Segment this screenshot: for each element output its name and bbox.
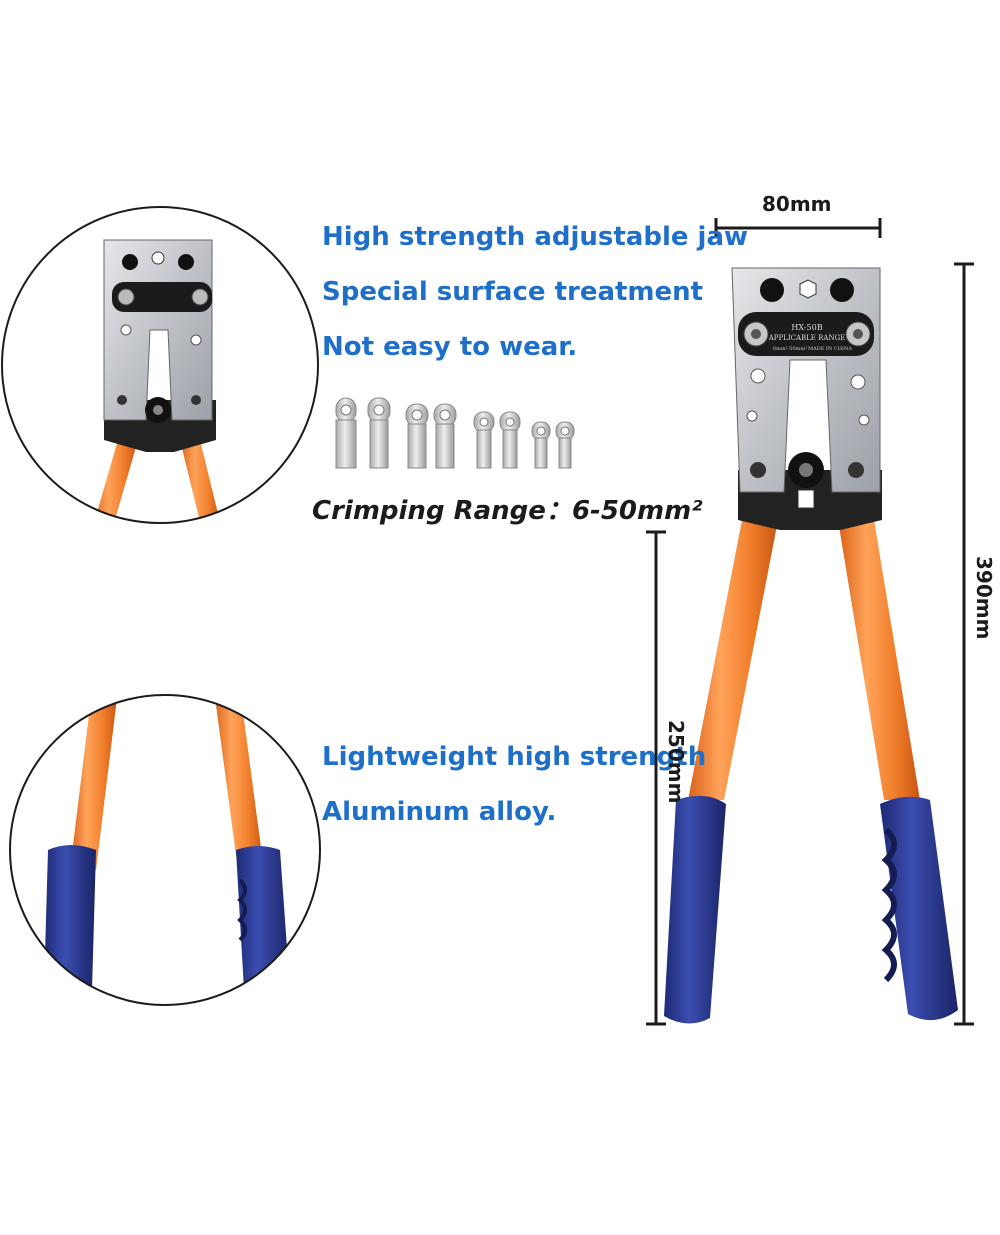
feature-wear-resistant: Not easy to wear. — [322, 332, 578, 362]
terminal-lugs-image — [335, 397, 575, 469]
tool-range-title: APPLICABLE RANGE — [768, 334, 846, 342]
tool-model-text: HX-50B — [791, 323, 822, 332]
feature-surface-treatment: Special surface treatment — [322, 277, 704, 307]
total-length-dimension-line — [954, 262, 974, 1026]
width-dimension-label: 80mm — [762, 192, 832, 216]
lug — [335, 397, 357, 469]
crimping-range-value: 6-50mm² — [571, 496, 703, 526]
crimping-range-text: Crimping Range：6-50mm² — [312, 490, 703, 527]
lug — [367, 397, 391, 469]
jaw-detail-circle — [1, 206, 319, 524]
lug — [405, 403, 429, 469]
lug — [531, 421, 551, 469]
lug — [555, 421, 575, 469]
tool-range-text: 6mm²-50mm² — [773, 346, 807, 352]
handle-detail-circle — [9, 694, 321, 1006]
lug — [473, 411, 495, 469]
feature-lightweight: Lightweight high strength — [322, 742, 707, 772]
crimping-range-label: Crimping Range： — [312, 496, 572, 526]
width-dimension-line — [714, 218, 882, 238]
feature-aluminum-alloy: Aluminum alloy. — [322, 797, 557, 827]
total-length-dimension-label: 390mm — [972, 556, 996, 640]
lug — [433, 403, 457, 469]
handle-length-dimension-line — [646, 530, 666, 1026]
feature-adjustable-jaw: High strength adjustable jaw — [322, 222, 749, 252]
crimping-tool-image: HX-50B APPLICABLE RANGE 6mm²-50mm² MADE … — [664, 267, 958, 1024]
handle-length-dimension-label: 250mm — [664, 720, 688, 804]
tool-origin-text: MADE IN CHINA — [808, 346, 852, 352]
lug — [499, 411, 521, 469]
